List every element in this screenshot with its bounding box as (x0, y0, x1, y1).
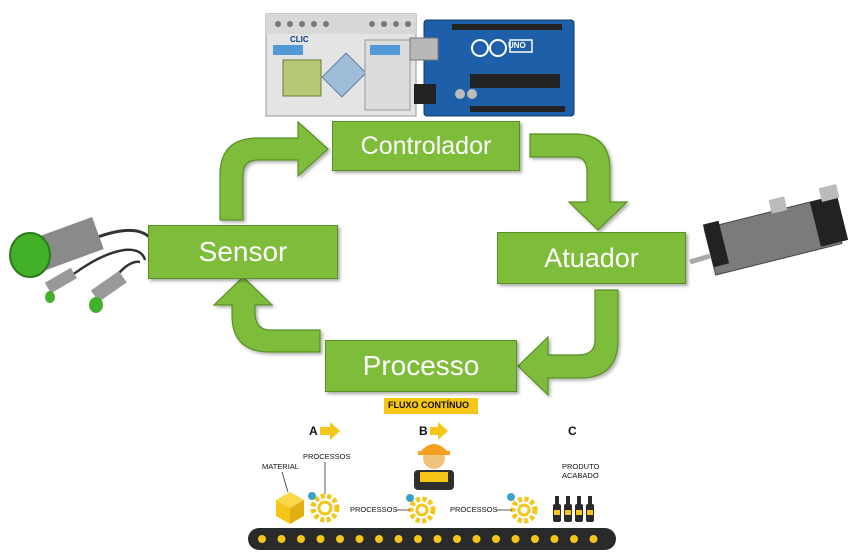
conveyor-roller (570, 535, 578, 543)
arrow-actuator-to-process (517, 289, 619, 397)
finished-product-bottles-icon (553, 496, 594, 522)
stage-a-label: A (309, 424, 318, 438)
conveyor-roller (394, 535, 403, 543)
conveyor-roller (550, 535, 559, 543)
process-node: Processo (325, 340, 517, 392)
continuous-flow-illustration (248, 398, 616, 550)
arrow-sensor-to-controller (219, 120, 329, 221)
actuator-label: Atuador (544, 242, 639, 273)
plc-controller-image (265, 13, 417, 117)
gear-icon-1 (308, 492, 340, 523)
conveyor-roller (355, 535, 364, 543)
processes-label-2: PROCESSOS (350, 505, 398, 514)
gear-icon-3 (507, 493, 538, 524)
gear-icon-2 (406, 494, 436, 524)
conveyor-roller (433, 535, 442, 543)
sensor-node: Sensor (148, 225, 338, 279)
arduino-model-label: UNO (508, 41, 526, 50)
finished-product-label-line2: ACABADO (562, 471, 599, 480)
process-label: Processo (362, 350, 480, 381)
arrow-controller-to-actuator (529, 133, 629, 231)
arduino-board-image (409, 19, 575, 117)
conveyor-belt (248, 528, 616, 550)
processes-label-1: PROCESSOS (303, 452, 351, 461)
controller-label: Controlador (360, 131, 492, 160)
stage-a-arrow-icon (320, 422, 340, 440)
worker-icon (414, 444, 454, 490)
processes-label-3: PROCESSOS (450, 505, 498, 514)
conveyor-roller (277, 535, 286, 543)
material-cube-icon (276, 492, 304, 524)
stage-b-label: B (419, 424, 428, 438)
conveyor-roller (589, 535, 598, 543)
conveyor-roller (453, 535, 461, 543)
conveyor-roller (258, 535, 266, 543)
conveyor-roller (316, 535, 325, 543)
conveyor-roller (375, 535, 383, 543)
conveyor-roller (336, 535, 344, 543)
sensor-label: Sensor (198, 236, 288, 267)
conveyor-roller (297, 535, 305, 543)
flow-title-bg (384, 398, 478, 414)
flow-title: FLUXO CONTÍNUO (388, 400, 469, 410)
stage-c-label: C (568, 424, 577, 438)
stage-b-arrow-icon (430, 422, 448, 440)
conveyor-rollers (258, 535, 598, 543)
controller-node: Controlador (332, 121, 520, 171)
conveyor-roller (511, 535, 520, 543)
plc-brand-label: CLIC (290, 35, 309, 44)
material-label: MATERIAL (262, 462, 299, 471)
linear-actuator-image (689, 184, 849, 276)
conveyor-roller (492, 535, 500, 543)
actuator-node: Atuador (497, 232, 686, 284)
inductive-sensor-image (9, 217, 162, 313)
conveyor-roller (472, 535, 481, 543)
arrow-process-to-sensor (212, 276, 321, 353)
conveyor-roller (414, 535, 422, 543)
conveyor-roller (531, 535, 539, 543)
finished-product-label-line1: PRODUTO (562, 462, 600, 471)
